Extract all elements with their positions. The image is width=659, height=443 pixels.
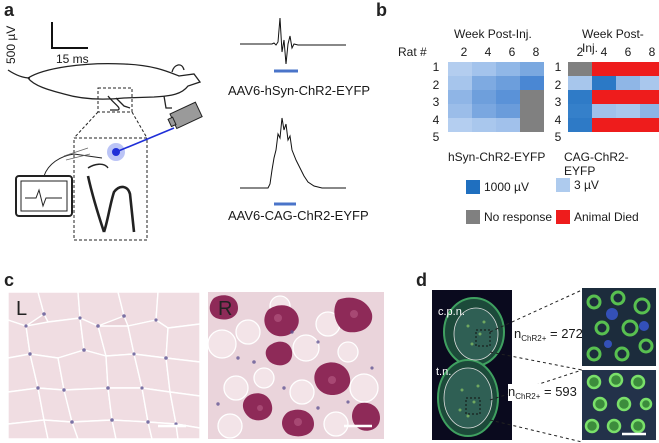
scale-time-label: 15 ms	[56, 52, 89, 66]
hsyn-heatmap-title: hSyn-ChR2-EYFP	[448, 150, 546, 164]
hsyn-cell-r1-c3	[496, 62, 520, 76]
cag-cell-r5-c3	[616, 118, 640, 132]
left-rat-1: 1	[432, 60, 440, 74]
cag-cell-r3-c3	[616, 90, 640, 104]
panel-label-a: a	[4, 0, 15, 20]
cag-cell-r1-c4	[640, 62, 659, 76]
hsyn-cell-r3-c2	[472, 90, 496, 104]
hsyn-cell-r4-c3	[496, 104, 520, 118]
hsyn-cell-r5-c3	[496, 118, 520, 132]
cag-cell-r3-c1	[568, 90, 592, 104]
zoom-tn	[582, 370, 656, 440]
right-week-2: 2	[576, 45, 584, 59]
panel-label-d: d	[416, 270, 427, 290]
cag-cell-r2-c4	[640, 76, 659, 90]
hsyn-cell-r4-c4	[520, 104, 544, 118]
nerve-cross-section: c.p.n. t.n.	[432, 290, 512, 440]
legend-label-low: 3 µV	[574, 178, 599, 192]
cag-cell-r4-c3	[616, 104, 640, 118]
legend-label-died: Animal Died	[574, 210, 639, 224]
zoom-connectors	[489, 289, 583, 443]
cag-cell-r1-c1	[568, 62, 592, 76]
rat-schematic	[7, 62, 203, 241]
right-week-6: 6	[624, 45, 632, 59]
left-week-2: 2	[460, 45, 468, 59]
hsyn-cell-r3-c4	[520, 90, 544, 104]
cag-cell-r4-c1	[568, 104, 592, 118]
cag-cell-r1-c3	[616, 62, 640, 76]
zoom-cpn	[582, 288, 656, 366]
right-week-4: 4	[600, 45, 608, 59]
hsyn-cell-r2-c2	[472, 76, 496, 90]
legend-label-none: No response	[484, 210, 553, 224]
muscle-histology-right: R	[208, 292, 384, 439]
hsyn-cell-r5-c4	[520, 118, 544, 132]
hsyn-cell-r1-c4	[520, 62, 544, 76]
hsyn-cell-r3-c1	[448, 90, 472, 104]
trace-top-label: AAV6-hSyn-ChR2-EYFP	[228, 83, 371, 98]
hsyn-cell-r1-c1	[448, 62, 472, 76]
cag-cell-r3-c2	[592, 90, 616, 104]
hsyn-cell-r4-c2	[472, 104, 496, 118]
cag-cell-r3-c4	[640, 90, 659, 104]
cag-cell-r4-c2	[592, 104, 616, 118]
hsyn-cell-r2-c4	[520, 76, 544, 90]
hsyn-cell-r2-c1	[448, 76, 472, 90]
legend-label-high: 1000 µV	[484, 180, 529, 194]
region-label-tn: t.n.	[436, 366, 452, 378]
right-rat-5: 5	[554, 130, 562, 144]
right-rat-2: 2	[554, 78, 562, 92]
panel-label-b: b	[376, 0, 387, 20]
cag-cell-r2-c3	[616, 76, 640, 90]
histology-tag-right: R	[218, 298, 233, 320]
left-week-header: Week Post-Inj.	[454, 27, 532, 41]
right-rat-1: 1	[554, 60, 562, 74]
cag-cell-r4-c4	[640, 104, 659, 118]
hsyn-cell-r3-c3	[496, 90, 520, 104]
left-week-6: 6	[508, 45, 516, 59]
right-week-8: 8	[648, 45, 656, 59]
cag-cell-r2-c1	[568, 76, 592, 90]
left-rat-2: 2	[432, 78, 440, 92]
count-top: nChR2+ = 272	[514, 326, 583, 343]
left-week-8: 8	[532, 45, 540, 59]
cag-heatmap	[568, 62, 659, 132]
cag-cell-r2-c2	[592, 76, 616, 90]
hsyn-cell-r5-c2	[472, 118, 496, 132]
legend-swatch-died	[556, 210, 570, 224]
left-rat-4: 4	[432, 113, 440, 127]
left-rat-5: 5	[432, 130, 440, 144]
hsyn-cell-r5-c1	[448, 118, 472, 132]
hsyn-cell-r2-c3	[496, 76, 520, 90]
panel-label-c: c	[4, 270, 15, 290]
trace-bottom-label: AAV6-CAG-ChR2-EYFP	[228, 208, 369, 223]
cag-cell-r1-c2	[592, 62, 616, 76]
count-bottom: nChR2+ = 593	[508, 384, 577, 401]
left-rat-3: 3	[432, 95, 440, 109]
trace-cag	[240, 117, 346, 206]
legend-swatch-high	[466, 180, 480, 194]
legend-swatch-low	[556, 178, 570, 192]
scale-bar	[51, 22, 88, 49]
legend-swatch-none	[466, 210, 480, 224]
left-rat-header: Rat #	[398, 45, 427, 59]
muscle-histology-left: L	[8, 292, 200, 439]
hsyn-cell-r4-c1	[448, 104, 472, 118]
cag-cell-r5-c2	[592, 118, 616, 132]
hsyn-cell-r1-c2	[472, 62, 496, 76]
right-rat-4: 4	[554, 113, 562, 127]
cag-cell-r5-c1	[568, 118, 592, 132]
hsyn-heatmap	[448, 62, 544, 132]
right-rat-3: 3	[554, 95, 562, 109]
histology-tag-left: L	[16, 298, 28, 320]
right-week-header: Week Post-Inj.	[582, 27, 644, 55]
cag-heatmap-title: CAG-ChR2-EYFP	[564, 150, 629, 178]
trace-hsyn	[240, 17, 346, 73]
cag-cell-r5-c4	[640, 118, 659, 132]
left-week-4: 4	[484, 45, 492, 59]
region-label-cpn: c.p.n.	[438, 306, 465, 318]
